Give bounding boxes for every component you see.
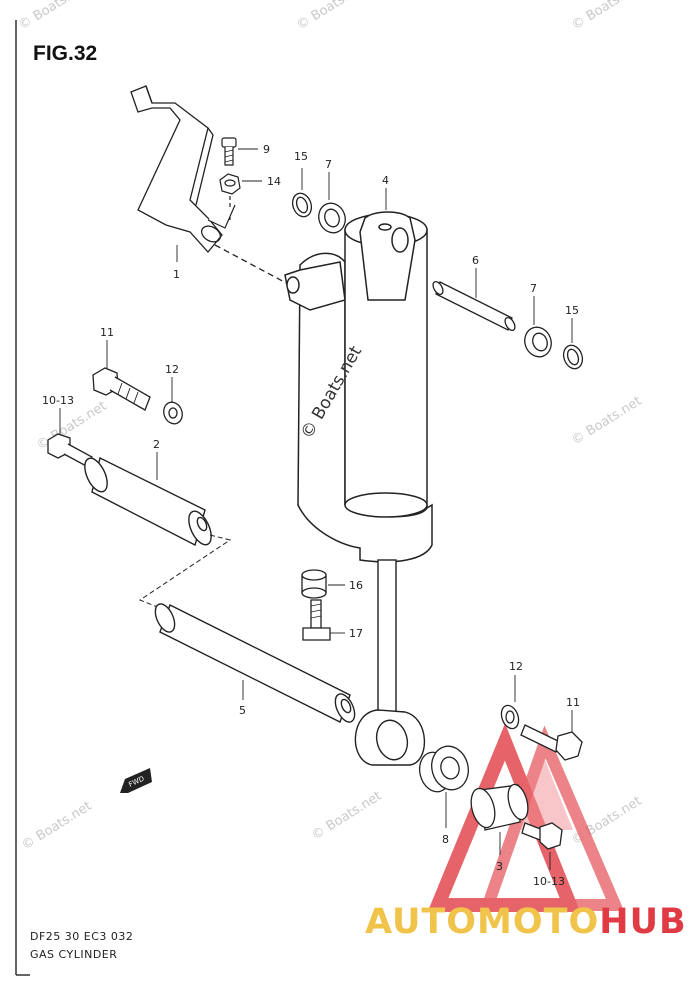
callout-2: 2 [153,438,160,451]
fwd-arrow-icon: FWD [120,768,152,793]
part-pin-6 [432,280,516,332]
figure-title: FIG.32 [33,42,98,65]
callout-11-left: 11 [100,326,114,339]
callout-7-right: 7 [530,282,537,295]
brand-part2: HUB [599,902,687,942]
part-bolt-10-13-right [521,822,563,850]
watermark-text: © Boats.net [569,0,644,33]
callouts: 1 9 14 15 7 4 6 7 15 11 12 10-13 [42,143,580,888]
callout-12-left: 12 [165,363,179,376]
part-bolt-11-left [92,367,151,411]
callout-12-right: 12 [509,660,523,673]
callout-1: 1 [173,268,180,281]
part-washer-15-top [291,192,313,218]
part-bolt-10-13-left [47,433,93,468]
callout-15-top: 15 [294,150,308,163]
brand-logo-icon [427,723,625,912]
callout-9: 9 [263,143,270,156]
part-bush-7-right [524,326,552,358]
watermark-text: © Boats.net [569,394,644,449]
callout-10-13-left: 10-13 [42,394,74,407]
callout-8: 8 [442,833,449,846]
callout-5: 5 [239,704,246,717]
callout-11-right: 11 [566,696,580,709]
part-bolt-9 [221,137,237,166]
part-washer-12-left [163,401,183,425]
break-line [138,534,232,609]
part-nut-14 [207,173,241,229]
watermark-text: © Boats.net [16,0,91,33]
part-collar-16 [301,569,327,599]
part-sleeve-3 [470,783,529,831]
callout-17: 17 [349,627,363,640]
part-washer-15-right [562,344,584,370]
callout-4: 4 [382,174,389,187]
part-washer-12-right [500,704,520,730]
callout-7-top: 7 [325,158,332,171]
brand-part1: AUTOMOTO [365,902,600,942]
part-piston-rod [354,559,426,766]
callout-3: 3 [496,860,503,873]
callout-14: 14 [267,175,281,188]
watermark-text: © Boats.net [19,799,94,854]
part-sleeve-2 [84,456,212,547]
part-bush-8 [418,745,469,793]
watermark-text: © Boats.net [294,0,369,33]
callout-16: 16 [349,579,363,592]
callout-10-13-right: 10-13 [533,875,565,888]
part-bolt-11-right [520,724,583,761]
watermark-text: © Boats.net [309,789,384,844]
part-sleeve-5 [154,603,356,723]
callout-15-right: 15 [565,304,579,317]
figure-code: DF25 30 EC3 032 [30,930,134,943]
figure-name: GAS CYLINDER [30,948,118,961]
callout-6: 6 [472,254,479,267]
part-bolt-17 [302,599,331,641]
part-gas-cylinder [284,211,433,563]
part-bracket [130,85,291,286]
part-bush-7-top [318,202,346,234]
brand-wordmark: AUTOMOTOHUB [365,902,687,942]
